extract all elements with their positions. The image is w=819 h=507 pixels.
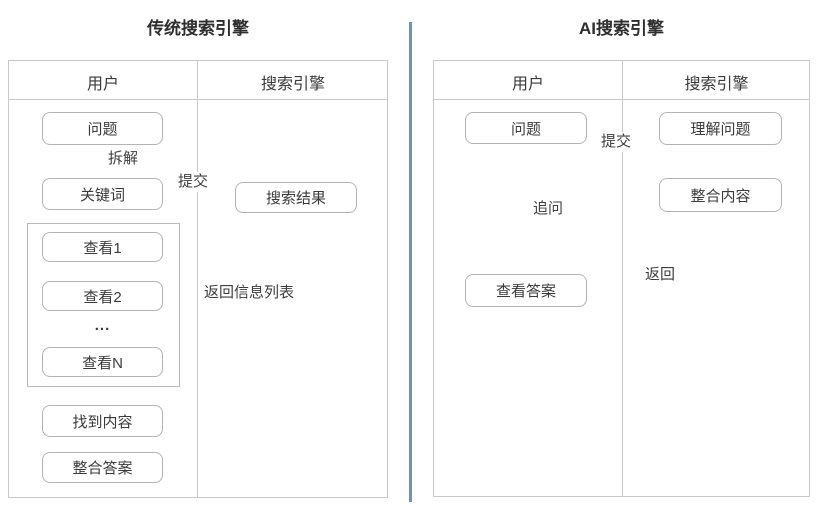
node-keywords: 关键词: [42, 178, 163, 210]
node-view-answer: 查看答案: [465, 274, 587, 307]
right-column-divider: [622, 61, 623, 496]
view-ellipsis: ...: [94, 317, 111, 334]
panel-divider-line: [409, 22, 412, 502]
left-column-user: 用户: [86, 76, 119, 93]
right-panel-title: AI搜索引擎: [579, 19, 664, 38]
left-column-engine: 搜索引擎: [260, 76, 325, 93]
edge-label-return: 返回: [645, 266, 676, 283]
right-column-engine: 搜索引擎: [684, 76, 749, 93]
node-understand-question: 理解问题: [659, 112, 782, 145]
edge-label-submit-left: 提交: [176, 172, 211, 192]
node-view-n: 查看N: [42, 347, 163, 377]
node-view-1: 查看1: [42, 232, 163, 262]
node-question-ai: 问题: [465, 112, 587, 144]
edge-label-return-list: 返回信息列表: [204, 284, 295, 301]
view-group-box: [27, 223, 180, 387]
edge-label-decompose: 拆解: [108, 150, 139, 167]
right-column-user: 用户: [511, 76, 544, 93]
node-question: 问题: [42, 112, 163, 145]
edge-label-follow-up: 追问: [533, 200, 564, 217]
edge-label-submit-right: 提交: [599, 132, 634, 152]
node-integrate-content: 整合内容: [659, 178, 782, 212]
left-header-row: [9, 61, 387, 100]
node-search-results: 搜索结果: [235, 182, 357, 213]
node-view-2: 查看2: [42, 281, 163, 311]
right-header-row: [434, 61, 809, 100]
left-column-divider: [197, 61, 198, 497]
left-panel-title: 传统搜索引擎: [147, 19, 249, 38]
node-found-content: 找到内容: [42, 405, 163, 437]
node-integrate-answer: 整合答案: [42, 452, 163, 483]
